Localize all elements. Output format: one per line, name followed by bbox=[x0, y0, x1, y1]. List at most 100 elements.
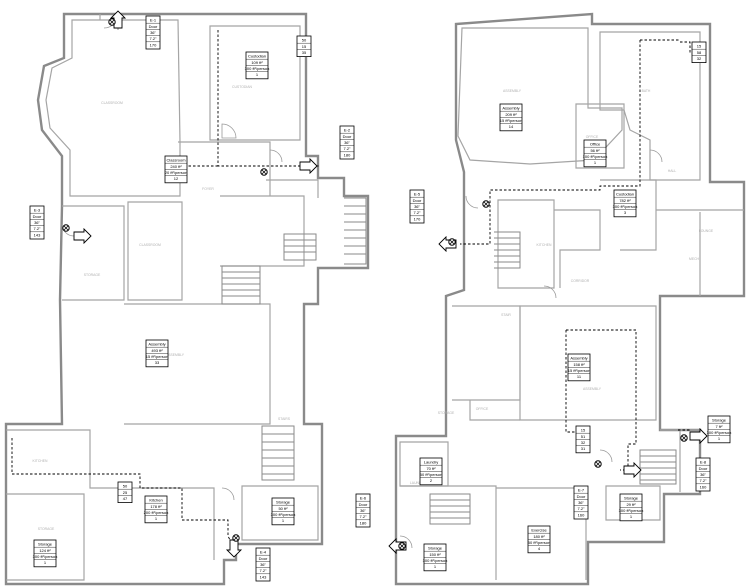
exit-marker-icon bbox=[680, 434, 688, 442]
exit-tag-line: Door bbox=[33, 214, 42, 219]
room-tag-line: 12 bbox=[174, 176, 179, 181]
room-tag-line: Custodian bbox=[248, 54, 266, 59]
room-tag-line: 300 ft²/person bbox=[271, 512, 296, 517]
exit-tag-line: 170 bbox=[414, 216, 421, 221]
count-tag-line: 51 bbox=[581, 434, 586, 439]
exit-tag-line: Door bbox=[413, 198, 422, 203]
count-tag-line: 47 bbox=[123, 496, 128, 501]
count-tag-line: 15 bbox=[581, 428, 586, 433]
room-tag-line: 33 bbox=[155, 360, 160, 365]
room-name-label: CLASSROOM bbox=[139, 243, 161, 247]
room-name-label: MECH bbox=[689, 257, 700, 261]
room-name-label: KITCHEN bbox=[33, 459, 48, 463]
exit-marker-icon bbox=[594, 460, 602, 468]
count-tag-line: 15 bbox=[302, 44, 307, 49]
exit-tag-box bbox=[409, 189, 425, 224]
room-tag-line: 180 ft² bbox=[533, 534, 545, 539]
room-tag-line: Storage bbox=[38, 542, 53, 547]
exit-marker-icon bbox=[398, 542, 406, 550]
exit-tag-box bbox=[255, 547, 271, 582]
right-floor-stairs bbox=[429, 231, 677, 525]
room-tag-line: 178 ft² bbox=[150, 504, 162, 509]
room-tag-line: 124 ft² bbox=[39, 548, 51, 553]
exit-marker-icon bbox=[62, 224, 70, 232]
room-tag-line: 1 bbox=[282, 518, 285, 523]
room-tag-line: 300 ft²/person bbox=[613, 204, 638, 209]
exit-markers: E-1Door36"7.2"170E-2Door36"7.2"180E-3Doo… bbox=[29, 10, 711, 582]
exit-arrow-icon bbox=[623, 461, 642, 479]
room-tag-line: 300 ft²/person bbox=[245, 66, 270, 71]
exit-tag-line: Door bbox=[699, 466, 708, 471]
room-tag-line: 1 bbox=[630, 514, 633, 519]
room-tag-line: 29 ft² bbox=[626, 502, 636, 507]
exit-tag-line: E-5 bbox=[414, 192, 421, 197]
room-tag-line: 1 bbox=[434, 564, 437, 569]
count-tag-line: 50 bbox=[302, 38, 307, 43]
exit-tag-line: 180 bbox=[344, 152, 351, 157]
room-tag-line: 2 bbox=[430, 478, 433, 483]
room-name-label: LAUNDRY bbox=[410, 481, 427, 485]
exit-tag-line: 7.2" bbox=[150, 36, 158, 41]
exit-tag-line: 7.2" bbox=[344, 146, 352, 151]
room-tag-line: 158 ft² bbox=[573, 362, 585, 367]
count-tag-line: 32 bbox=[581, 440, 586, 445]
count-tag-line: 32 bbox=[697, 56, 702, 61]
room-tag-line: 3 bbox=[624, 210, 627, 215]
room-tag-line: 300 ft²/person bbox=[423, 558, 448, 563]
room-tag-line: 4 bbox=[538, 546, 541, 551]
room-name-label: BATH bbox=[642, 89, 651, 93]
exit-tag-line: E-4 bbox=[260, 550, 267, 555]
room-tag-line: 782 ft² bbox=[619, 198, 631, 203]
exit-marker-icon bbox=[232, 534, 240, 542]
exit-tag-box bbox=[355, 493, 371, 528]
left-floor-stairs bbox=[221, 197, 367, 481]
room-tag-line: 56 ft² bbox=[590, 148, 600, 153]
room-tag-line: Office bbox=[590, 142, 601, 147]
exit-tag-line: 7.2" bbox=[360, 514, 368, 519]
right-floor-walls bbox=[394, 12, 746, 586]
left-floor-walls bbox=[4, 12, 370, 586]
room-tag-line: 20 ft²/person bbox=[165, 170, 187, 175]
room-tag-line: Storage bbox=[712, 418, 727, 423]
room-name-label: ASSEMBLY bbox=[583, 387, 602, 391]
room-name-label: ASSEMBLY bbox=[166, 353, 185, 357]
room-tag-line: Laundry bbox=[424, 460, 438, 465]
exit-tag-line: 36" bbox=[260, 562, 266, 567]
count-tag-line: 31 bbox=[581, 446, 586, 451]
room-tag-line: 493 ft² bbox=[151, 348, 163, 353]
count-tag-line: 15 bbox=[697, 44, 702, 49]
exit-tag-line: E-2 bbox=[344, 128, 351, 133]
exit-marker-icon bbox=[108, 18, 116, 26]
room-tag-line: Assembly bbox=[570, 356, 587, 361]
exit-tag-line: 7.2" bbox=[260, 568, 268, 573]
exit-tag-box bbox=[573, 485, 589, 520]
count-tag-box bbox=[117, 481, 133, 504]
room-tag-line: Assembly bbox=[502, 106, 519, 111]
room-tag-line: 15 ft²/person bbox=[500, 118, 522, 123]
exit-tag-line: 7.2" bbox=[34, 226, 42, 231]
exit-tag-line: 170 bbox=[150, 42, 157, 47]
exit-tag-line: 160 bbox=[578, 512, 585, 517]
room-tag-line: 1 bbox=[256, 72, 259, 77]
room-name-label: KITCHEN bbox=[537, 243, 552, 247]
